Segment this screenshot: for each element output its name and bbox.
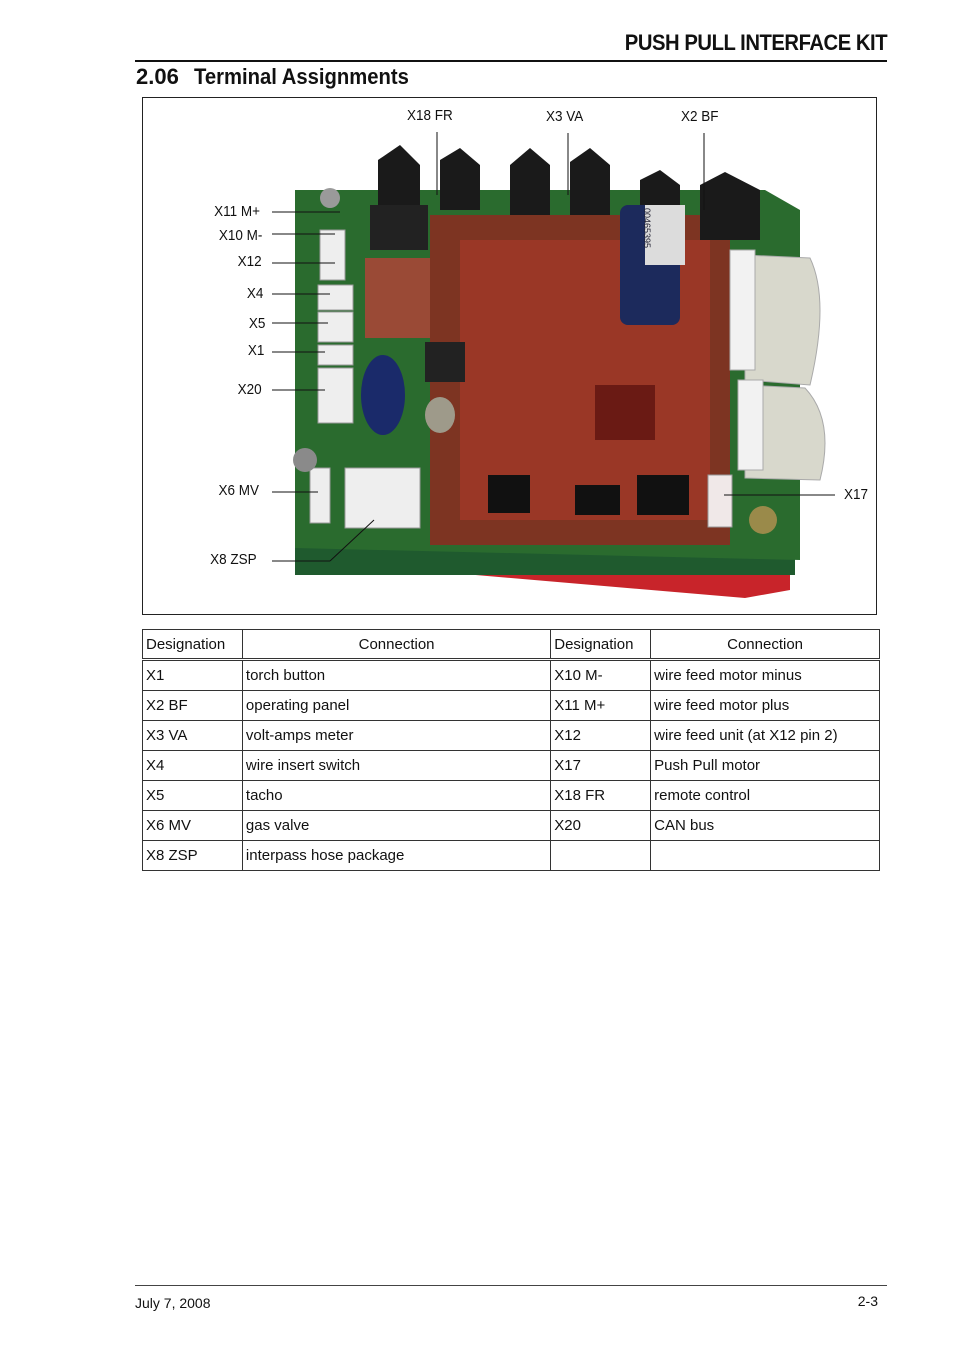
callout-x8zsp: X8 ZSP [210,551,257,568]
table-row: X5 tacho X18 FR remote control [142,780,880,811]
table-cell: Push Pull motor [650,750,880,781]
callout-x4: X4 [246,285,263,302]
capacitor-code-label: 00465395 [642,208,652,249]
header-rule [135,60,887,62]
column-header: Designation [550,629,652,660]
table-cell: operating panel [241,690,552,721]
table-row: X2 BF operating panel X11 M+ wire feed m… [142,690,880,721]
table-cell: X1 [142,659,243,691]
column-header: Connection [650,629,880,660]
table-row: X3 VA volt-amps meter X12 wire feed unit… [142,720,880,751]
table-cell: X3 VA [142,720,243,751]
callout-x3va: X3 VA [546,108,584,125]
table-cell: X6 MV [142,810,243,841]
terminal-assignment-table: Designation Connection Designation Conne… [142,629,880,871]
callout-x12: X12 [237,253,262,270]
table-row: X1 torch button X10 M- wire feed motor m… [142,659,880,691]
table-cell: CAN bus [650,810,880,841]
table-cell: tacho [241,780,552,811]
table-row: X8 ZSP interpass hose package [142,840,880,871]
table-cell: gas valve [241,810,552,841]
table-cell: X4 [142,750,243,781]
table-cell: wire feed motor plus [650,690,880,721]
table-cell: X5 [142,780,243,811]
callout-x18fr: X18 FR [407,107,453,124]
callout-x5: X5 [248,315,265,332]
table-cell [550,840,652,871]
table-cell: volt-amps meter [241,720,552,751]
table-cell: torch button [241,659,552,691]
callout-x20: X20 [237,381,262,398]
callout-x6mv: X6 MV [218,482,259,499]
table-cell: X11 M+ [550,690,652,721]
callout-x17: X17 [844,486,869,503]
table-row: X6 MV gas valve X20 CAN bus [142,810,880,841]
table-cell: wire insert switch [241,750,552,781]
table-cell: wire feed unit (at X12 pin 2) [650,720,880,751]
table-cell: X17 [550,750,652,781]
footer-rule [135,1285,887,1286]
page-header-title: PUSH PULL INTERFACE KIT [624,30,888,55]
column-header: Designation [142,629,243,660]
table-cell: interpass hose package [241,840,552,871]
callout-x11: X11 M+ [214,203,260,220]
callout-x10: X10 M- [218,227,262,244]
figure-box [142,97,877,615]
table-cell [650,840,880,871]
callout-x2bf: X2 BF [681,108,719,125]
section-number: 2.06 [136,64,179,89]
table-cell: wire feed motor minus [650,659,880,691]
table-header-row: Designation Connection Designation Conne… [142,629,880,660]
footer-page-number: 2-3 [857,1293,878,1309]
footer-date: July 7, 2008 [135,1295,211,1311]
table-cell: X2 BF [142,690,243,721]
section-title: Terminal Assignments [194,64,409,89]
table-cell: X8 ZSP [142,840,243,871]
table-row: X4 wire insert switch X17 Push Pull moto… [142,750,880,781]
column-header: Connection [241,629,552,660]
table-cell: X10 M- [550,659,652,691]
table-cell: X20 [550,810,652,841]
table-cell: remote control [650,780,880,811]
callout-x1: X1 [247,342,264,359]
table-cell: X18 FR [550,780,652,811]
table-cell: X12 [550,720,652,751]
